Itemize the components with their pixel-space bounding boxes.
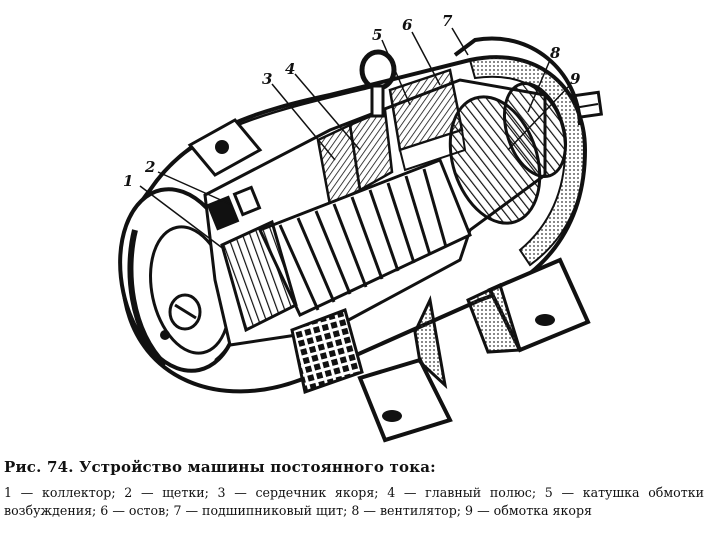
eye-bolt xyxy=(359,49,397,118)
callout-8-label: 8 xyxy=(550,44,561,62)
callout-9: 9 xyxy=(507,70,581,151)
callout-9-label: 9 xyxy=(570,70,581,88)
caption-title: Рис. 74. Устройство машины постоянного т… xyxy=(4,458,436,476)
callout-4: 4 xyxy=(285,60,361,151)
motor-illustration: 1 2 3 4 5 6 7 8 xyxy=(118,12,604,443)
caption-legend: 1 — коллектор; 2 — щетки; 3 — сердечник … xyxy=(4,485,704,518)
callout-7-label: 7 xyxy=(442,12,453,30)
callout-3: 3 xyxy=(262,70,336,161)
callout-5: 5 xyxy=(372,26,411,106)
commutator xyxy=(220,219,298,333)
callout-1: 1 xyxy=(123,172,226,251)
figure-caption: Рис. 74. Устройство машины постоянного т… xyxy=(4,458,704,520)
rear-bearing-shield xyxy=(453,36,582,126)
callout-2-label: 2 xyxy=(144,158,155,176)
ventilation-grille xyxy=(290,308,364,394)
callout-6: 6 xyxy=(402,16,441,86)
armature-core xyxy=(257,158,472,317)
callout-6-label: 6 xyxy=(402,16,413,34)
callout-1-label: 1 xyxy=(123,172,133,190)
mounting-feet xyxy=(357,257,591,443)
callout-5-label: 5 xyxy=(372,26,382,44)
callout-7: 7 xyxy=(442,12,469,56)
callout-4-label: 4 xyxy=(285,60,295,78)
callout-3-label: 3 xyxy=(262,70,272,88)
front-shield-ear xyxy=(187,118,263,177)
callout-8: 8 xyxy=(527,44,561,113)
front-shaft xyxy=(160,293,202,340)
callout-2: 2 xyxy=(144,158,233,206)
dc-machine-drawing: 1 2 3 4 5 6 7 8 xyxy=(118,12,604,443)
